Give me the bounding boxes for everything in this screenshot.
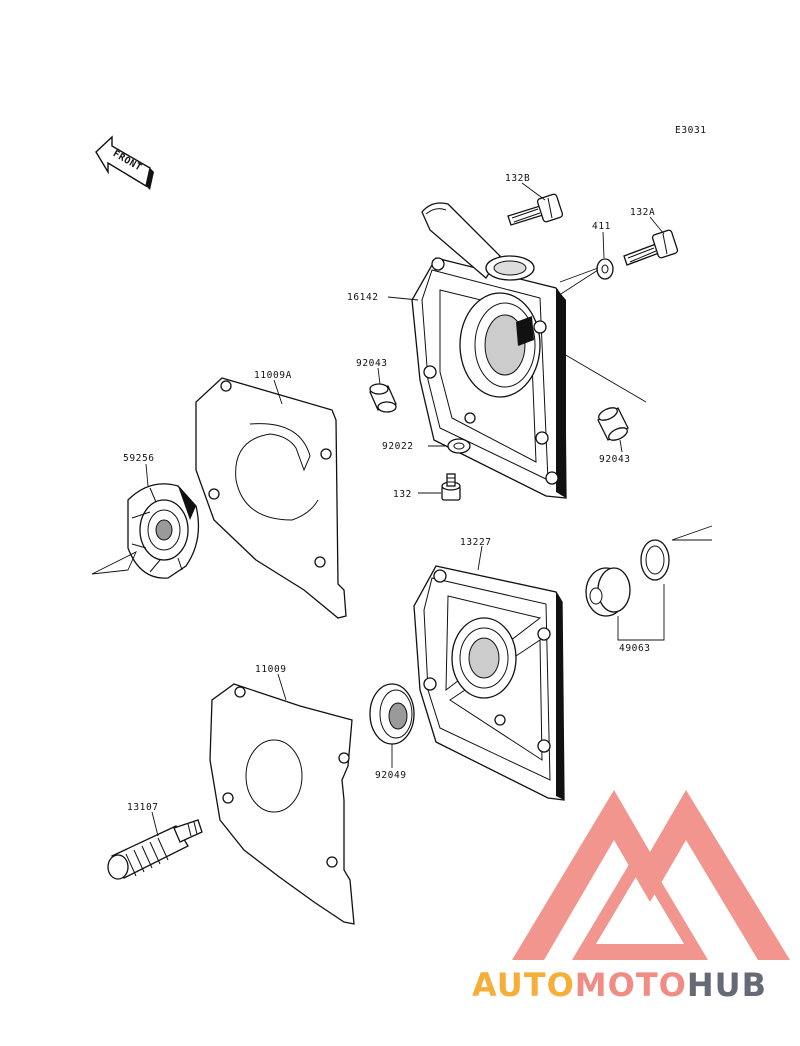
logo-text-auto: AUTO bbox=[472, 966, 575, 1004]
leader-59256 bbox=[145, 463, 149, 487]
label-92022: 92022 bbox=[382, 441, 414, 452]
leader-11009a bbox=[273, 379, 283, 405]
leader-411 bbox=[602, 231, 605, 259]
dowel-92043-left bbox=[369, 383, 397, 413]
bolt-132b bbox=[507, 193, 564, 226]
bolt-132a bbox=[623, 229, 679, 266]
bolt-132 bbox=[441, 473, 461, 501]
leader-92043-left bbox=[377, 367, 381, 385]
leader-132b bbox=[521, 182, 546, 201]
label-11009a: 11009A bbox=[254, 370, 292, 381]
label-59256: 59256 bbox=[123, 453, 155, 464]
housing-16142 bbox=[411, 202, 567, 499]
leader-11009 bbox=[277, 673, 287, 701]
automotohub-logo: AUTOMOTOHUB bbox=[472, 790, 790, 1004]
label-92043-left: 92043 bbox=[356, 358, 388, 369]
leader-13107 bbox=[151, 811, 159, 837]
cover-13227 bbox=[413, 565, 565, 801]
svg-text:AUTOMOTOHUB: AUTOMOTOHUB bbox=[472, 966, 767, 1004]
gasket-11009 bbox=[209, 683, 355, 925]
label-132b: 132B bbox=[505, 173, 530, 184]
washer-92022 bbox=[447, 438, 471, 454]
oil-seal-92049 bbox=[369, 683, 415, 745]
logo-text-moto: MOTO bbox=[575, 966, 687, 1004]
label-13107: 13107 bbox=[127, 802, 159, 813]
gasket-11009a bbox=[195, 377, 347, 619]
label-92043-right: 92043 bbox=[599, 454, 631, 465]
leader-132a bbox=[649, 216, 665, 235]
logo-text-hub: HUB bbox=[687, 966, 767, 1004]
label-16142: 16142 bbox=[347, 292, 379, 303]
figure-code: E3031 bbox=[675, 125, 707, 136]
label-49063: 49063 bbox=[619, 643, 651, 654]
leader-13227 bbox=[477, 545, 483, 571]
dowel-92043-right bbox=[597, 407, 629, 441]
label-92049: 92049 bbox=[375, 770, 407, 781]
label-132: 132 bbox=[393, 489, 412, 500]
washer-411 bbox=[596, 258, 614, 280]
label-13227: 13227 bbox=[460, 537, 492, 548]
seal-49063-large bbox=[585, 567, 631, 617]
label-411: 411 bbox=[592, 221, 611, 232]
label-132a: 132A bbox=[630, 207, 655, 218]
leader-49063 bbox=[617, 584, 665, 641]
impeller-59256 bbox=[127, 483, 200, 579]
shaft-13107 bbox=[107, 819, 203, 880]
impeller-direction-arrow bbox=[91, 551, 137, 575]
seal-49063-small bbox=[640, 539, 670, 581]
leader-92043-right bbox=[619, 439, 623, 453]
front-arrow-icon: FRONT bbox=[95, 135, 154, 190]
label-11009: 11009 bbox=[255, 664, 287, 675]
leader-16142 bbox=[387, 296, 419, 301]
